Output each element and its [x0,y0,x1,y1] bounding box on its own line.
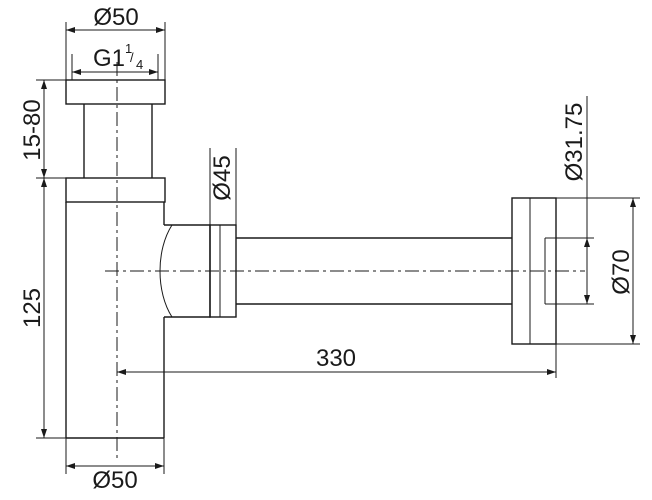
top-cap [65,79,166,105]
dimension-labels: Ø50 G1 1 / 4 15-80 125 Ø45 Ø31.75 Ø70 33… [19,4,635,494]
extension-lines [36,22,640,474]
label-flange-diameter: Ø70 [608,249,635,294]
label-adjust-range: 15-80 [19,99,46,160]
label-inlet-diameter: Ø45 [209,155,236,200]
label-thread-slash: / [130,50,134,65]
label-thread-prefix: G1 [93,45,125,72]
label-bottom-diameter: Ø50 [92,467,137,494]
trap-outline [65,79,557,439]
coupling-nut [65,177,166,203]
label-body-height: 125 [19,288,46,328]
label-top-diameter: Ø50 [93,4,138,31]
label-length: 330 [316,345,356,372]
dimension-lines [41,27,636,469]
label-thread-numerator: 1 [125,41,132,56]
center-lines [105,62,585,460]
label-pipe-diameter: Ø31.75 [561,103,588,182]
label-thread-denominator: 4 [136,57,143,72]
